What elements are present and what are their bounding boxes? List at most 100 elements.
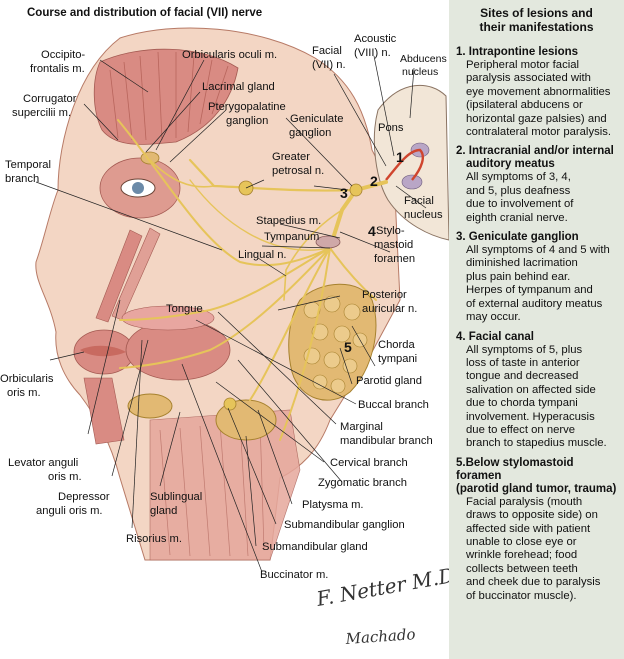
body-line: may occur. [466, 311, 521, 324]
iris [132, 182, 144, 194]
label-tongue: Tongue [166, 303, 203, 315]
label-stylomastoid-3: foramen [374, 253, 415, 265]
parotid-lobules [303, 295, 368, 394]
intrapontine-facial-root [385, 148, 424, 181]
submandibular-ganglion [223, 397, 237, 411]
label-lingual: Lingual n. [238, 249, 287, 261]
figure-labels: Occipito- frontalis m. Corrugator superc… [0, 33, 447, 581]
label-submandibular-ganglion: Submandibular ganglion [284, 519, 405, 531]
heading-line: auditory meatus [466, 158, 555, 171]
label-levator-2: oris m. [48, 471, 82, 483]
heading-line: 2. Intracranial and/or internal [456, 145, 614, 158]
body-line: horizontal gaze palsies) and [466, 112, 607, 125]
platysma-fibers [159, 419, 265, 557]
label-sublingual-1: Sublingual [150, 491, 202, 503]
body-line: due to effect on nerve [466, 423, 576, 436]
body-line: affected side with patient [466, 522, 591, 535]
label-abducens-2: nucleus [402, 66, 438, 78]
site-number-2: 2 [370, 173, 378, 189]
section-heading: 3. Geniculate ganglion [456, 231, 579, 244]
label-temporal-2: branch [5, 173, 39, 185]
site-number-3: 3 [340, 185, 348, 201]
label-facial-vii-2: (VII) n. [312, 59, 346, 71]
label-orbicularis-oris-2: oris m. [7, 387, 41, 399]
body-line: (ipsilateral abducens or [466, 99, 583, 112]
label-orbicularis-oculi: Orbicularis oculi m. [182, 49, 277, 61]
label-stapedius: Stapedius m. [256, 215, 321, 227]
panel-title-line-1: Sites of lesions and [480, 6, 593, 20]
body-line: eye movement abnormalities [466, 85, 611, 98]
label-risorius: Risorius m. [126, 533, 182, 545]
site-number-4: 4 [368, 223, 376, 239]
body-line: Peripheral motor facial [466, 59, 580, 71]
body-line: loss of taste in anterior [466, 356, 580, 369]
label-buccal: Buccal branch [358, 399, 429, 411]
lesion-sites-panel: Sites of lesions and their manifestation… [449, 0, 624, 659]
section-intracranial: 2. Intracranial and/or internal auditory… [449, 145, 624, 225]
section-body: Facial paralysis (mouth draws to opposit… [456, 496, 620, 603]
label-corrugator-1: Corrugator [23, 93, 77, 105]
label-depressor-1: Depressor [58, 491, 110, 503]
label-depressor-2: anguli oris m. [36, 505, 103, 517]
label-marginal-1: Marginal [340, 421, 383, 433]
section-heading: 2. Intracranial and/or internal auditory… [456, 145, 620, 171]
label-cervical: Cervical branch [330, 457, 408, 469]
body-line: paralysis associated with [466, 72, 591, 85]
section-body: Peripheral motor facial paralysis associ… [456, 59, 620, 139]
sublingual-gland [127, 393, 173, 419]
body-line: salivation on affected side [466, 383, 596, 396]
section-body: All symptoms of 3, 4, and 5, plus deafne… [456, 171, 620, 225]
body-line: and cheek due to paralysis [466, 576, 601, 589]
body-line: All symptoms of 4 and 5 with [466, 244, 610, 257]
ganglia [223, 180, 363, 411]
label-parotid: Parotid gland [356, 375, 422, 387]
site-number-5: 5 [344, 339, 352, 355]
brainstem [373, 84, 449, 241]
section-body: All symptoms of 5, plus loss of taste in… [456, 344, 620, 451]
body-line: wrinkle forehead; food [466, 549, 578, 562]
section-below-stylomastoid: 5.Below stylomastoid foramen (parotid gl… [449, 457, 624, 603]
label-marginal-2: mandibular branch [340, 435, 433, 447]
label-occipitofrontalis-1: Occipito- [41, 49, 85, 61]
label-submandibular-gland: Submandibular gland [262, 541, 368, 553]
label-stylomastoid-1: Stylo- [376, 225, 405, 237]
panel-title: Sites of lesions and their manifestation… [449, 0, 624, 34]
label-greater-petrosal-1: Greater [272, 151, 310, 163]
frontalis-fibers [109, 51, 229, 141]
section-intrapontine: 1. Intrapontine lesions Peripheral motor… [449, 46, 624, 139]
label-pterygopalatine-2: ganglion [226, 115, 268, 127]
body-line: All symptoms of 5, plus [466, 343, 583, 356]
label-geniculate-1: Geniculate [290, 113, 344, 125]
label-facial-vii-1: Facial [312, 45, 342, 57]
geniculate-ganglion [349, 183, 363, 197]
label-corrugator-2: supercilii m. [12, 107, 71, 119]
label-platysma: Platysma m. [302, 499, 364, 511]
body-line: tongue and decreased [466, 370, 579, 383]
body-line: and 5, plus deafness [466, 184, 571, 197]
label-chorda-1: Chorda [378, 339, 415, 351]
section-facial-canal: 4. Facial canal All symptoms of 5, plus … [449, 331, 624, 451]
section-heading: 4. Facial canal [456, 330, 534, 343]
panel-title-line-2: their manifestations [479, 20, 594, 34]
label-temporal-1: Temporal [5, 159, 51, 171]
section-heading: 5.Below stylomastoid foramen (parotid gl… [456, 457, 620, 496]
body-line: All symptoms of 3, 4, [466, 171, 571, 184]
site-number-1: 1 [396, 149, 404, 165]
body-line: involvement. Hyperacusis [466, 410, 595, 423]
label-occipitofrontalis-2: frontalis m. [30, 63, 85, 75]
body-line: unable to close eye or [466, 535, 577, 548]
body-line: of external auditory meatus [466, 297, 603, 310]
section-geniculate: 3. Geniculate ganglion All symptoms of 4… [449, 231, 624, 324]
label-chorda-2: tympani [378, 353, 417, 365]
body-line: Herpes of tympanum and [466, 284, 593, 297]
body-line: contralateral motor paralysis. [466, 126, 612, 139]
label-greater-petrosal-2: petrosal n. [272, 165, 324, 177]
label-posterior-auricular-2: auricular n. [362, 303, 417, 315]
facial-nucleus-shape [401, 174, 423, 190]
heading-line: (parotid gland tumor, trauma) [456, 482, 617, 495]
label-stylomastoid-2: mastoid [374, 239, 413, 251]
section-body: All symptoms of 4 and 5 with diminished … [456, 244, 620, 324]
zygomaticus-muscles [95, 229, 143, 323]
label-zygomatic: Zygomatic branch [318, 477, 407, 489]
label-tympanum: Tympanum [264, 231, 319, 243]
